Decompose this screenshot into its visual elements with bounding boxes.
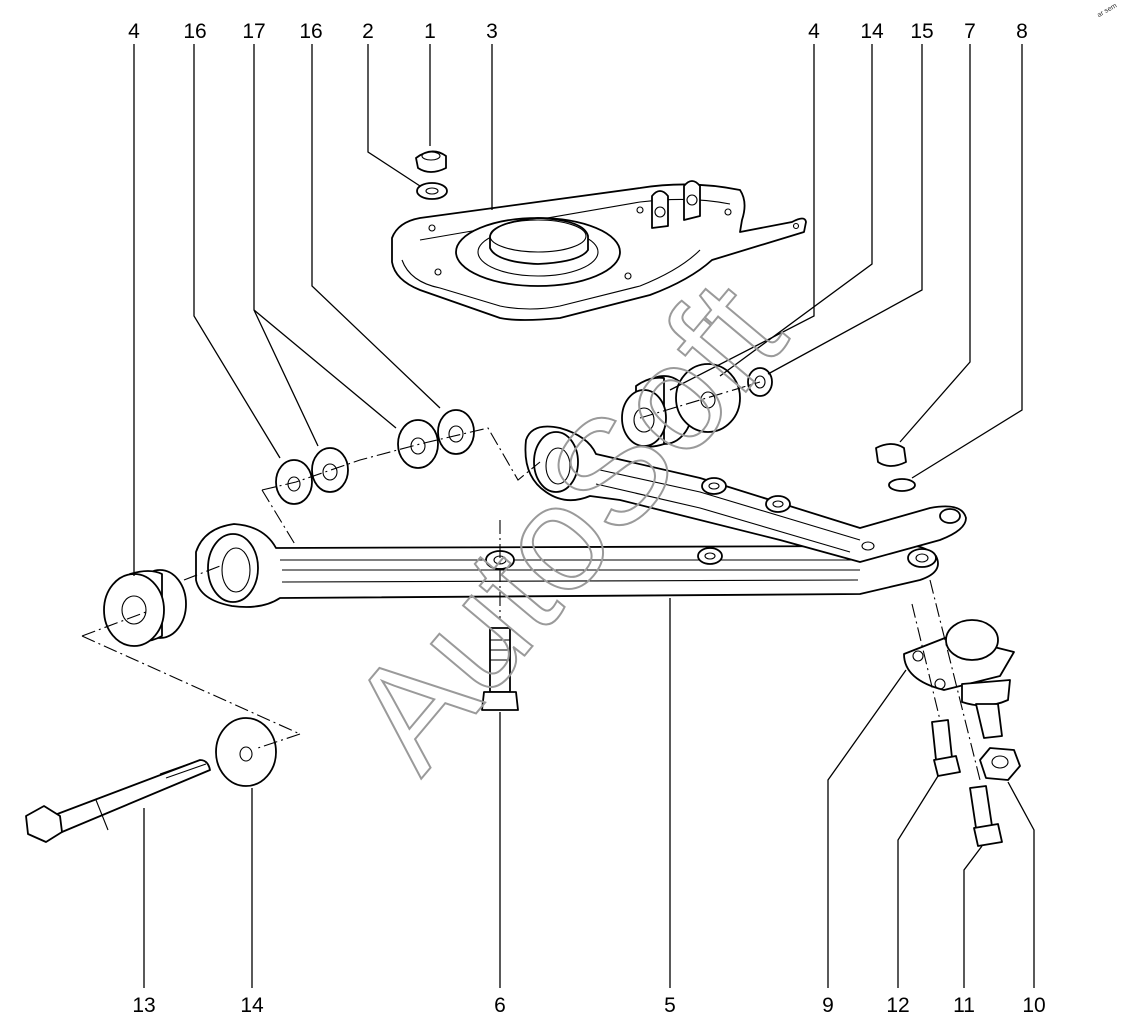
callout-12-bottom: 12	[886, 994, 909, 1017]
bushing-4-left	[103, 569, 187, 647]
callout-11-bottom: 11	[953, 994, 975, 1017]
bolt-11	[969, 785, 1003, 847]
callout-7-top: 7	[964, 20, 976, 43]
callout-labels: 4 16 17 16 2 1 3 4 14 15 7 8 13 14 6 5 9…	[128, 20, 1046, 1017]
bolt-6	[481, 627, 519, 711]
leader-lines	[133, 44, 1035, 988]
ball-joint-9	[903, 619, 1015, 739]
callout-4-top-left: 4	[128, 20, 140, 43]
bolt-13	[25, 759, 211, 843]
callout-4-top-right: 4	[808, 20, 820, 43]
washer-14-left	[215, 717, 277, 787]
corner-mark: ar sem	[1096, 2, 1118, 19]
callout-14-bottom: 14	[240, 994, 264, 1017]
washer-8	[888, 478, 916, 492]
nut-1	[415, 150, 447, 173]
callout-3-top: 3	[486, 20, 498, 43]
callout-8-top: 8	[1016, 20, 1028, 43]
callout-16-top-b: 16	[299, 20, 322, 43]
callout-5-bottom: 5	[664, 994, 676, 1017]
callout-2-top: 2	[362, 20, 374, 43]
upper-mount-plate	[391, 180, 807, 321]
lower-control-arm	[195, 425, 967, 608]
bolt-12	[931, 719, 961, 777]
callout-1-top: 1	[424, 20, 436, 43]
assembly-lines	[81, 381, 981, 781]
washer-14-right	[675, 363, 741, 433]
nut-7	[875, 443, 907, 467]
callout-15-top: 15	[910, 20, 933, 43]
callout-9-bottom: 9	[822, 994, 834, 1017]
nut-10	[979, 747, 1021, 781]
callout-10-bottom: 10	[1022, 994, 1045, 1017]
washer-2	[416, 182, 448, 200]
washers-16-17-right	[397, 409, 475, 469]
callout-17-top: 17	[242, 20, 265, 43]
callout-16-top-a: 16	[183, 20, 206, 43]
callout-14-top: 14	[860, 20, 884, 43]
callout-6-bottom: 6	[494, 994, 506, 1017]
callout-13-bottom: 13	[132, 994, 155, 1017]
